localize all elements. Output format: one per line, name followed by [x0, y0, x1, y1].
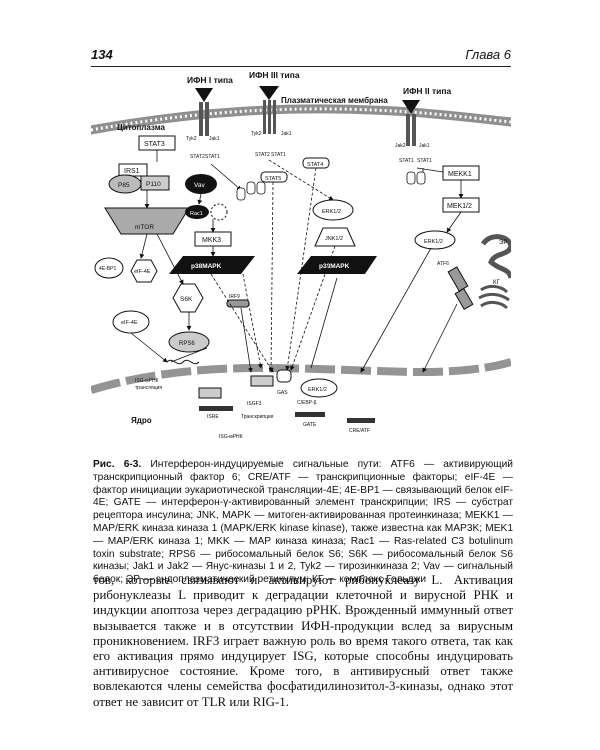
- ifn1-ligand-icon: [195, 88, 213, 102]
- mekk1-node: MEKK1: [448, 171, 472, 178]
- stat4-node: STAT4: [307, 162, 323, 168]
- isg-mrna-label-2: ISG-мРНК: [219, 434, 243, 440]
- p85-node: P85: [118, 182, 130, 189]
- ifn2-label: ИФН II типа: [403, 86, 451, 96]
- isg-mrna-label-1: ISG-мРНК: [135, 378, 159, 384]
- erk12-node-2: ERK1/2: [424, 239, 443, 245]
- jnk12-label: JNK1/2: [325, 236, 343, 242]
- p110-node: P110: [146, 181, 161, 188]
- page-header: 134 Глава 6: [91, 46, 511, 67]
- cytoplasm-label: Цитоплазма: [117, 123, 166, 132]
- stat1-3: STAT1: [271, 152, 286, 158]
- stat1-b: STAT1: [417, 158, 432, 164]
- s6k-node: S6K: [180, 296, 193, 303]
- eif4e-node: eIF-4E: [134, 269, 151, 275]
- jak1-1: Jak1: [209, 136, 220, 142]
- rps6-node: RPS6: [179, 341, 195, 347]
- ifn1-label: ИФН I типа: [187, 75, 233, 85]
- caption-text: Интерферон-индуцируемые сигнальные пути:…: [93, 459, 513, 585]
- transcription-label: Транскрипция: [241, 414, 274, 420]
- jak2-2: Jak2: [395, 143, 406, 149]
- irs1-node: IRS1: [124, 168, 140, 175]
- membrane-label: Плазматическая мембрана: [281, 96, 388, 105]
- chapter-title: Глава 6: [465, 47, 511, 62]
- rac1-node: Rac1: [190, 211, 203, 217]
- signaling-pathway-diagram: ИФН I типа ИФН III типа ИФН II типа Плаз…: [91, 72, 511, 455]
- erk12-node-3: ERK1/2: [308, 387, 327, 393]
- tyk2-1: Tyk2: [186, 136, 197, 142]
- ifn3-label: ИФН III типа: [249, 72, 300, 80]
- erk12-node: ERK1/2: [322, 209, 341, 215]
- gate-label: GATE: [303, 422, 317, 428]
- isre-label: ISRE: [207, 414, 219, 420]
- figure-caption: Рис. 6-3. Интерферон-индуцируемые сигнал…: [93, 459, 513, 587]
- stat2-1: STAT2: [190, 154, 205, 160]
- p38-label-2: p38MAPK: [319, 263, 350, 270]
- body-paragraph: тов, которые связывают и активируют рибо…: [93, 573, 513, 710]
- stat5-node: STAT5: [265, 176, 281, 182]
- translation-label: трансляция: [135, 385, 162, 391]
- mek12-node: MEK1/2: [447, 203, 472, 210]
- kg-label: КГ: [493, 280, 500, 286]
- cre-label: CRE/ATF: [349, 428, 370, 434]
- er-label: ЭР: [499, 240, 507, 246]
- eif4e-node-2: eIF-4E: [121, 320, 138, 326]
- golgi-structure: [479, 286, 509, 308]
- irf9-node: IRF9: [229, 294, 240, 300]
- atf6-label: ATF6: [437, 261, 449, 267]
- ifn3-ligand-icon: [259, 86, 279, 100]
- gas-label: GAS: [277, 390, 288, 396]
- caption-label: Рис. 6-3.: [93, 459, 141, 470]
- stat1-a: STAT1: [399, 158, 414, 164]
- cebp-label: C/EBP-β: [297, 400, 317, 406]
- isgf3-label: ISGF3: [247, 401, 262, 407]
- stat1-1: STAT1: [205, 154, 220, 160]
- nucleus-label: Ядро: [131, 416, 152, 425]
- mkk3-node: MKK3: [202, 237, 221, 244]
- mtor-label: mTOR: [135, 224, 154, 231]
- p38-label-1: p38MAPK: [191, 263, 222, 270]
- bp1-node: 4E-BP1: [99, 266, 116, 272]
- vav-node: Vav: [194, 182, 205, 189]
- stat3-node: STAT3: [144, 141, 165, 148]
- stat2-3: STAT2: [255, 152, 270, 158]
- tyk2-3: Tyk2: [251, 131, 262, 137]
- page-number: 134: [91, 47, 113, 62]
- jak1-3: Jak1: [281, 131, 292, 137]
- jak1-2: Jak1: [419, 143, 430, 149]
